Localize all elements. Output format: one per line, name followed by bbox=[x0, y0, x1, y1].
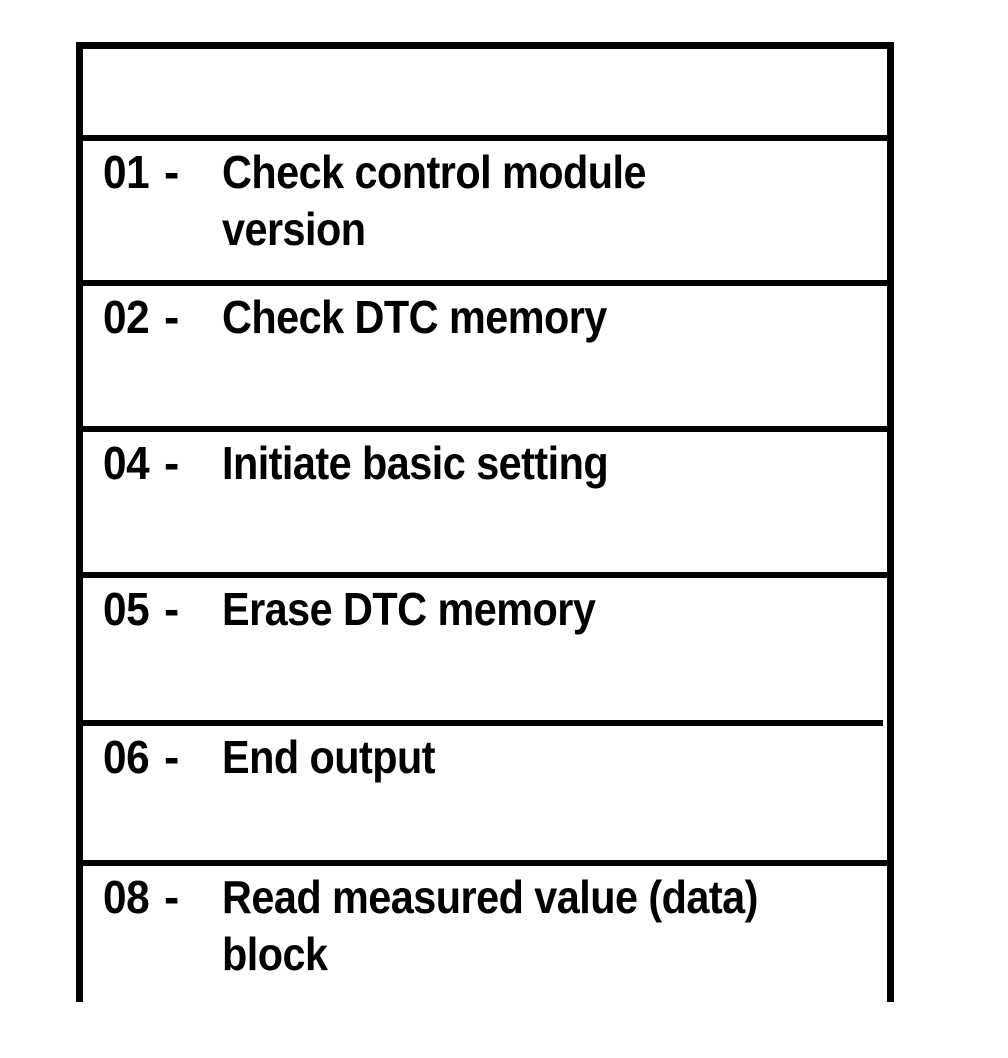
menu-item-content: 05-Erase DTC memory bbox=[83, 572, 887, 641]
menu-item-label: Initiate basic setting bbox=[222, 437, 609, 489]
menu-item-code: 04 bbox=[103, 437, 150, 489]
menu-item-label-continued: version bbox=[222, 203, 366, 255]
menu-item-separator: - bbox=[164, 731, 180, 783]
menu-item-code: 08 bbox=[103, 871, 150, 923]
menu-item-02[interactable]: 02-Check DTC memory bbox=[83, 280, 887, 426]
menu-item-separator: - bbox=[164, 871, 180, 923]
menu-item-code: 06 bbox=[103, 731, 150, 783]
row-divider bbox=[83, 280, 887, 286]
menu-item-line-primary: 08-Read measured value (data) bbox=[83, 872, 887, 929]
menu-item-08[interactable]: 08-Read measured value (data)block bbox=[83, 860, 887, 1003]
menu-item-code: 02 bbox=[103, 291, 150, 343]
menu-item-label-continued: block bbox=[222, 928, 328, 980]
menu-item-label: Read measured value (data) bbox=[222, 871, 758, 923]
menu-item-label: Erase DTC memory bbox=[222, 583, 596, 635]
menu-item-content: 02-Check DTC memory bbox=[83, 280, 887, 349]
menu-item-05[interactable]: 05-Erase DTC memory bbox=[83, 572, 887, 720]
menu-item-line-primary: 01-Check control module bbox=[83, 147, 887, 204]
menu-item-line-primary: 06-End output bbox=[83, 732, 887, 789]
menu-item-content: 04-Initiate basic setting bbox=[83, 426, 887, 495]
menu-item-label: End output bbox=[222, 731, 436, 783]
menu-item-06[interactable]: 06-End output bbox=[83, 720, 887, 860]
menu-item-04[interactable]: 04-Initiate basic setting bbox=[83, 426, 887, 572]
row-divider bbox=[83, 720, 883, 726]
menu-item-separator: - bbox=[164, 291, 180, 343]
menu-item-label: Check DTC memory bbox=[222, 291, 607, 343]
menu-item-line-continuation: version bbox=[83, 204, 887, 261]
row-divider bbox=[83, 426, 887, 432]
menu-item-content: 08-Read measured value (data)block bbox=[83, 860, 887, 986]
row-divider bbox=[83, 135, 887, 141]
menu-item-label: Check control module bbox=[222, 146, 647, 198]
menu-item-separator: - bbox=[164, 583, 180, 635]
menu-item-separator: - bbox=[164, 437, 180, 489]
menu-item-line-primary: 05-Erase DTC memory bbox=[83, 584, 887, 641]
menu-item-code: 05 bbox=[103, 583, 150, 635]
menu-item-line-continuation: block bbox=[83, 929, 887, 986]
row-divider bbox=[83, 860, 887, 866]
row-divider bbox=[83, 572, 887, 578]
menu-item-code: 01 bbox=[103, 146, 150, 198]
menu-header-content bbox=[83, 49, 887, 61]
menu-item-content: 06-End output bbox=[83, 720, 887, 789]
menu-item-line-primary: 04-Initiate basic setting bbox=[83, 438, 887, 495]
menu-item-line-primary: 02-Check DTC memory bbox=[83, 292, 887, 349]
menu-item-separator: - bbox=[164, 146, 180, 198]
menu-header-row bbox=[83, 49, 887, 135]
